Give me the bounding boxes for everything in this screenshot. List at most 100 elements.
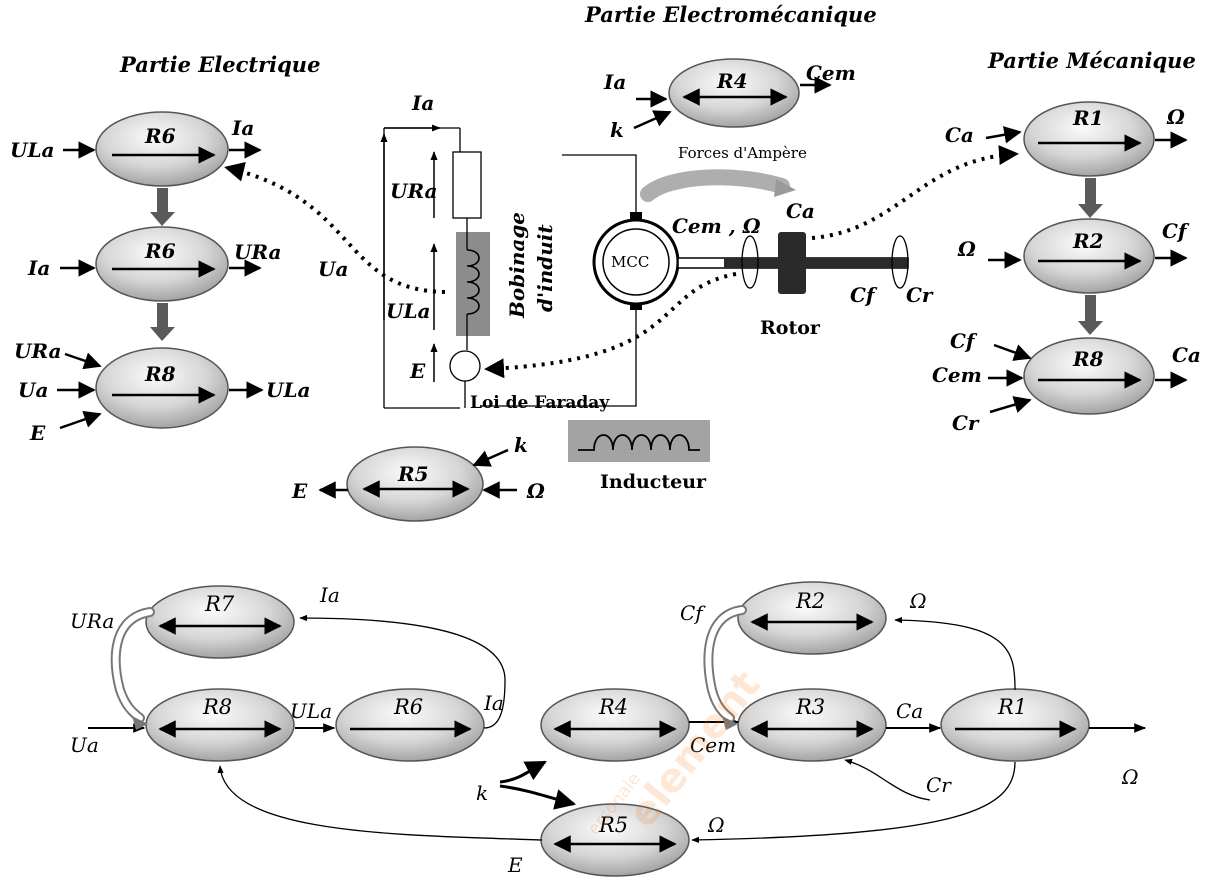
- block-r8-left: R8: [95, 347, 229, 429]
- label-rotor: Rotor: [760, 317, 821, 339]
- connector-arrow: [1078, 321, 1103, 335]
- circuit-e: E: [409, 359, 426, 383]
- node-label: R5: [598, 813, 628, 837]
- armature-circuit: [380, 124, 490, 409]
- node-label: R2: [795, 589, 825, 613]
- graph-var-ia-top: Ia: [319, 583, 340, 607]
- armature-winding: [456, 232, 490, 336]
- graph-var-ula: ULa: [290, 699, 332, 723]
- graph-var-cem: Cem: [690, 733, 736, 757]
- node-r4: R4: [540, 688, 690, 762]
- connector-bar: [157, 188, 168, 214]
- heading-partie-electrique: Partie Electrique: [119, 52, 320, 77]
- var-ca: Ca: [1172, 343, 1201, 367]
- field-winding: [568, 420, 710, 462]
- arrow-in: [59, 410, 102, 430]
- circuit-ula: ULa: [386, 299, 430, 323]
- circuit-ia: Ia: [411, 91, 434, 115]
- var-ula: ULa: [10, 138, 54, 162]
- block-r1-top: R1: [1023, 101, 1155, 177]
- node-label: R7: [204, 592, 235, 616]
- block-label: R1: [1072, 106, 1104, 130]
- node-r7: R7: [145, 585, 295, 659]
- block-label: R2: [1072, 229, 1104, 253]
- graph-var-omega-out: Ω: [1121, 765, 1139, 789]
- motor-assembly: [480, 154, 909, 407]
- node-label: R1: [997, 695, 1027, 719]
- node-r1: R1: [940, 688, 1090, 762]
- arrow-in: [633, 110, 672, 130]
- graph-var-ua: Ua: [70, 733, 99, 757]
- bottom-graph: R7 R8 R6 R4 R5 R2 R3: [88, 581, 1147, 877]
- block-r2-top: R2: [1023, 218, 1155, 294]
- heading-partie-electromecanique: Partie Electromécanique: [584, 2, 877, 27]
- caption-forces-ampere: Forces d'Ampère: [678, 144, 807, 162]
- block-label: R8: [1072, 347, 1104, 371]
- block-r4-top: R4: [668, 58, 800, 128]
- arrow-in: [989, 396, 1032, 414]
- resistor: [452, 151, 482, 219]
- var-ia: Ia: [231, 116, 254, 140]
- var-k: k: [610, 118, 624, 142]
- var-ca: Ca: [786, 199, 815, 223]
- var-ura: URa: [14, 339, 61, 363]
- var-ua: Ua: [18, 378, 48, 402]
- graph-var-k: k: [476, 781, 488, 805]
- graph-var-omega-top: Ω: [909, 589, 927, 613]
- node-r6: R6: [335, 688, 485, 762]
- circuit-ura: URa: [390, 179, 437, 203]
- var-omega: Ω: [957, 237, 976, 261]
- node-r2: R2: [737, 581, 887, 655]
- node-label: R4: [598, 695, 628, 719]
- arrow-in: [993, 343, 1032, 361]
- node-r8: R8: [145, 688, 295, 762]
- dotted-link-winding-to-r6: [224, 162, 446, 294]
- block-label: R5: [397, 462, 429, 486]
- arrow-in: [985, 126, 1022, 144]
- var-omega: Ω: [1166, 105, 1185, 129]
- var-cr: Cr: [906, 283, 934, 307]
- block-label: R8: [144, 362, 176, 386]
- var-cf: Cf: [1162, 219, 1190, 243]
- emf-source: [449, 350, 481, 382]
- var-cem: Cem: [932, 363, 982, 387]
- block-label: R6: [144, 239, 176, 263]
- var-ula: ULa: [266, 378, 310, 402]
- circuit-ua: Ua: [318, 257, 348, 281]
- connector-arrow: [150, 212, 175, 226]
- node-label: R6: [393, 695, 423, 719]
- node-label: R8: [202, 695, 232, 719]
- var-omega: Ω: [526, 479, 545, 503]
- label-bobinage: Bobinage: [505, 212, 529, 319]
- label-loi-de-faraday: Loi de Faraday: [470, 393, 610, 413]
- label-mcc: MCC: [611, 253, 649, 271]
- block-r6-top: R6: [95, 111, 229, 187]
- dotted-link-rotor-to-emf: [484, 272, 737, 379]
- connector-arrow: [150, 327, 175, 341]
- graph-var-ia-mid: Ia: [483, 691, 504, 715]
- var-ia: Ia: [603, 70, 626, 94]
- arrow-in: [472, 448, 509, 467]
- connector-arrow: [1078, 204, 1103, 218]
- graph-var-cf: Cf: [680, 601, 706, 625]
- var-cem-omega: Cem , Ω: [672, 214, 761, 238]
- connector-bar: [1085, 295, 1096, 323]
- var-ca: Ca: [945, 123, 974, 147]
- node-r3: R3: [737, 688, 887, 762]
- block-r5-top: R5: [346, 446, 484, 522]
- label-inducteur: Inducteur: [600, 471, 707, 493]
- var-cf: Cf: [950, 329, 978, 353]
- node-label: R3: [795, 695, 825, 719]
- block-label: R4: [716, 69, 748, 93]
- graph-var-e: E: [507, 853, 523, 877]
- graph-var-cr: Cr: [926, 773, 952, 797]
- var-cem: Cem: [806, 61, 856, 85]
- graph-var-ura: URa: [70, 609, 114, 633]
- heading-partie-mecanique: Partie Mécanique: [987, 48, 1196, 73]
- connector-bar: [1085, 178, 1096, 206]
- label-dinduit: d'induit: [533, 224, 557, 312]
- var-cr: Cr: [952, 411, 980, 435]
- var-e: E: [291, 479, 308, 503]
- graph-var-ca: Ca: [896, 699, 923, 723]
